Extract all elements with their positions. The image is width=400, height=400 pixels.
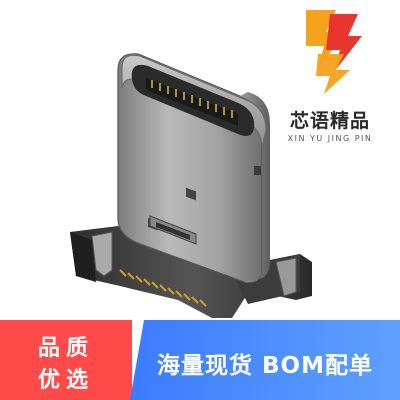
shell-cutout-side xyxy=(254,166,261,175)
brand-block: 芯语精品 XIN YU JING PIN xyxy=(282,6,378,156)
pin-row xyxy=(119,269,207,307)
badge-line-1: 品质 xyxy=(37,336,94,361)
banner-text: 海量现货 BOM配单 xyxy=(157,353,373,379)
stock-banner: 海量现货 BOM配单 xyxy=(130,320,400,400)
banner-background xyxy=(130,320,400,400)
left-mount-tab xyxy=(91,231,113,277)
tongue-contacts xyxy=(151,80,233,118)
promo-bar: 品质 优选 海量现货 BOM配单 xyxy=(0,320,400,400)
brand-name: 芯语精品 xyxy=(289,110,370,132)
usb-c-connector-illustration xyxy=(70,53,312,318)
brand-logo-icon xyxy=(306,10,362,94)
badge-line-2: 优选 xyxy=(37,368,94,393)
latch-hole xyxy=(156,222,190,240)
quality-badge: 品质 优选 xyxy=(0,320,132,400)
base-left-face xyxy=(70,232,96,282)
brand-pinyin: XIN YU JING PIN xyxy=(287,134,373,143)
base-housing xyxy=(70,226,312,318)
product-image-area: 芯语精品 XIN YU JING PIN xyxy=(70,6,378,318)
right-mount-tab xyxy=(275,257,297,297)
shell-cutout-right xyxy=(186,187,196,201)
